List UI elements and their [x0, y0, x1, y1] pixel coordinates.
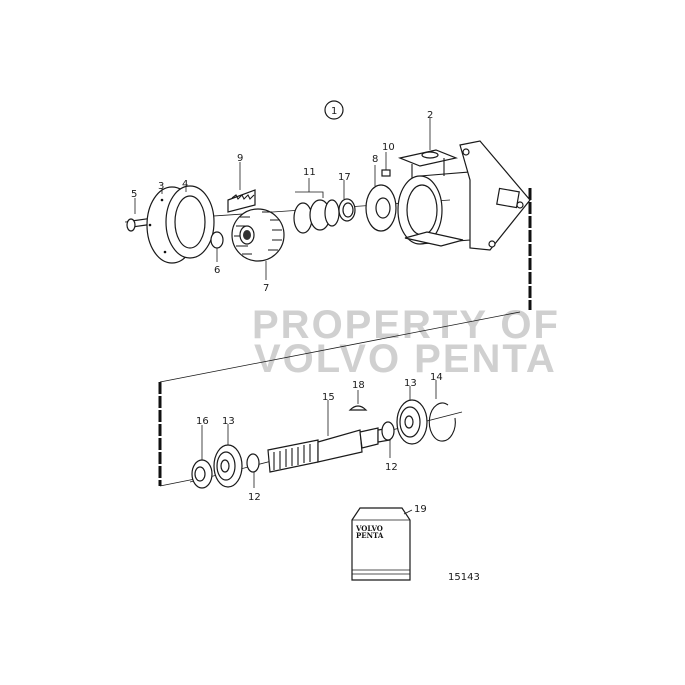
label-12a: 12	[248, 492, 261, 503]
label-13b: 13	[404, 378, 417, 389]
part-2-pump-housing: 2	[397, 110, 531, 251]
watermark: PROPERTY OF VOLVO PENTA	[252, 303, 560, 381]
part-10-cam-screw: 10	[381, 142, 395, 177]
assembly-marker: 1	[324, 100, 344, 120]
assembly-marker-number: 1	[331, 106, 337, 117]
part-7-impeller: 7	[231, 208, 285, 294]
label-18: 18	[352, 380, 365, 391]
label-9: 9	[237, 153, 243, 164]
part-13-bearing-right: 13	[396, 378, 428, 445]
label-10: 10	[382, 142, 395, 153]
part-12-ring-right: 12	[381, 421, 398, 473]
part-12-ring-left: 12	[246, 453, 261, 503]
label-14: 14	[430, 372, 443, 383]
label-3: 3	[158, 181, 164, 192]
label-5: 5	[131, 189, 137, 200]
break-line	[158, 188, 532, 487]
part-8-wear-plate: 8	[365, 154, 397, 232]
part-15-shaft: 15	[267, 392, 391, 473]
part-16-seal-ring: 16	[191, 416, 213, 489]
label-16: 16	[196, 416, 209, 427]
part-11-seal: 11	[293, 167, 340, 234]
kit-label-line2: PENTA	[356, 531, 384, 540]
label-11: 11	[303, 167, 316, 178]
part-18-key: 18	[348, 380, 368, 411]
part-14-circlip: 14	[428, 372, 456, 442]
label-4: 4	[182, 179, 188, 190]
label-6: 6	[214, 265, 220, 276]
figure-number: 15143	[448, 572, 480, 583]
label-12b: 12	[385, 462, 398, 473]
part-9-cam: 9	[227, 153, 256, 213]
label-17: 17	[338, 172, 351, 183]
part-19-repair-kit: VOLVO PENTA 19	[351, 504, 427, 581]
watermark-line2: VOLVO PENTA	[254, 337, 557, 381]
part-4-gasket: 4	[165, 179, 215, 259]
kit-label-line1: VOLVO	[355, 524, 383, 533]
part-13-bearing-left: 13	[213, 416, 243, 488]
label-15: 15	[322, 392, 335, 403]
part-17-seal-ring: 17	[338, 172, 356, 222]
label-19: 19	[414, 504, 427, 515]
label-2: 2	[427, 110, 433, 121]
watermark-line1: PROPERTY OF	[252, 303, 560, 347]
label-13a: 13	[222, 416, 235, 427]
part-6-o-ring: 6	[210, 231, 224, 276]
label-8: 8	[372, 154, 378, 165]
label-7: 7	[263, 283, 269, 294]
